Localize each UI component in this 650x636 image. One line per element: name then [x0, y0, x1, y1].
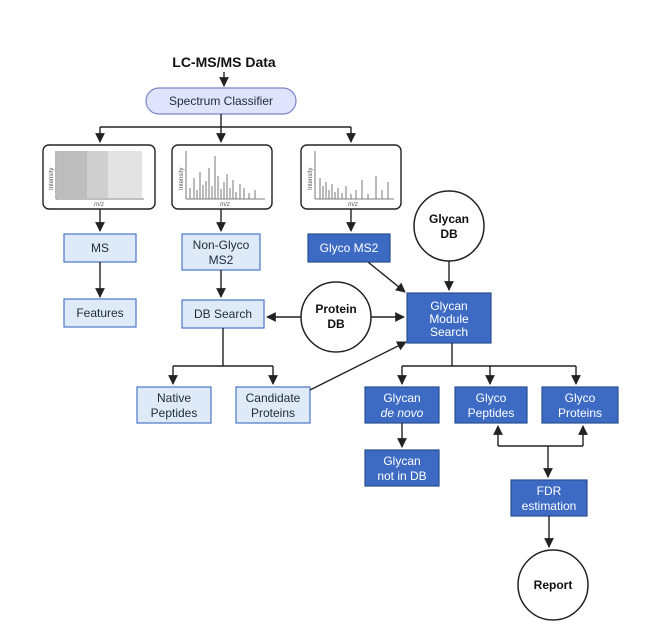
non-glyco-label-line1: Non-Glyco — [193, 238, 250, 252]
spectrum-glyco-plot: Intensity m/z — [300, 144, 402, 210]
gms-label-line2: Module — [429, 312, 469, 326]
db-search-node: DB Search — [181, 299, 265, 329]
candidate-proteins-node: Candidate Proteins — [235, 386, 311, 424]
spectrum-nonglyco-ylabel: Intensity — [179, 168, 185, 190]
fdr-label-line1: FDR — [537, 484, 562, 498]
spectrum-ms-xlabel: m/z — [94, 202, 104, 208]
diagram-title: LC-MS/MS Data — [172, 54, 276, 70]
glyco-peptides-node: Glyco Peptides — [454, 386, 528, 424]
glycan-db-node: Glycan DB — [413, 190, 485, 262]
spectrum-ms-ylabel: Intensity — [49, 168, 55, 190]
native-label-line1: Native — [157, 391, 191, 405]
spectrum-nonglyco-plot: Intensity m/z — [171, 144, 273, 210]
fdr-label-line2: estimation — [522, 499, 577, 513]
gpep-label-line1: Glyco — [476, 391, 507, 405]
denovo-label-line1: Glycan — [383, 391, 420, 405]
glycan-db-label-line2: DB — [440, 227, 458, 241]
spectrum-glyco-ylabel: Intensity — [308, 168, 314, 190]
glyco-ms2-node: Glyco MS2 — [307, 233, 391, 263]
classifier-branches — [95, 114, 356, 143]
glycan-de-novo-node: Glycan de novo — [364, 386, 440, 424]
peptide-protein-link — [493, 425, 588, 478]
native-label-line2: Peptides — [151, 406, 198, 420]
spectrum-classifier-node: Spectrum Classifier — [145, 87, 297, 115]
non-glyco-label-line2: MS2 — [209, 253, 234, 267]
features-node: Features — [63, 298, 137, 328]
gms-branches — [397, 343, 581, 385]
candidate-label-line1: Candidate — [246, 391, 301, 405]
candidate-label-line2: Proteins — [251, 406, 295, 420]
denovo-label-line2: de novo — [381, 406, 424, 420]
gpep-label-line2: Peptides — [468, 406, 515, 420]
notindb-label-line1: Glycan — [383, 454, 420, 468]
dbsearch-branches — [168, 328, 278, 385]
protein-db-label-line2: DB — [327, 317, 345, 331]
glycan-not-in-db-node: Glycan not in DB — [364, 449, 440, 487]
native-peptides-node: Native Peptides — [136, 386, 212, 424]
protein-db-label-line1: Protein — [315, 302, 356, 316]
edge-candidate-gms — [309, 341, 407, 391]
glyco-ms2-label: Glyco MS2 — [320, 241, 379, 255]
protein-db-node: Protein DB — [300, 281, 372, 353]
glycan-db-label-line1: Glycan — [429, 212, 469, 226]
non-glyco-ms2-node: Non-Glyco MS2 — [181, 233, 261, 271]
ms-node: MS — [63, 233, 137, 263]
notindb-label-line2: not in DB — [377, 469, 426, 483]
glyco-proteins-node: Glyco Proteins — [541, 386, 619, 424]
gprot-label-line2: Proteins — [558, 406, 602, 420]
gms-label-line1: Glycan — [430, 299, 467, 313]
gms-label-line3: Search — [430, 325, 468, 339]
features-label: Features — [76, 306, 123, 320]
spectrum-ms-plot: Intensity m/z — [42, 144, 156, 210]
spectrum-classifier-label: Spectrum Classifier — [169, 94, 273, 108]
db-search-label: DB Search — [194, 307, 252, 321]
ms-label: MS — [91, 241, 109, 255]
report-label: Report — [534, 578, 573, 592]
edge-glycoms2-gms — [367, 261, 406, 293]
report-node: Report — [517, 549, 589, 621]
spectrum-glyco-xlabel: m/z — [348, 202, 358, 208]
spectrum-nonglyco-xlabel: m/z — [220, 202, 230, 208]
fdr-estimation-node: FDR estimation — [510, 479, 588, 517]
gprot-label-line1: Glyco — [565, 391, 596, 405]
glycan-module-search-node: Glycan Module Search — [406, 292, 492, 344]
